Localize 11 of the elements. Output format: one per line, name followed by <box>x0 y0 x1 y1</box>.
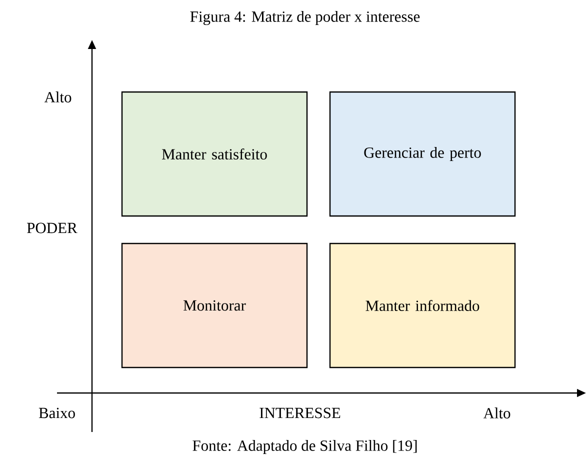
figure-caption: Fonte: Adaptado de Silva Filho [19] <box>192 440 417 454</box>
axis-label: Alto <box>483 408 510 418</box>
axis-label: Baixo <box>38 408 75 418</box>
figure-title: Figura 4: Matriz de poder x interesse <box>190 10 420 26</box>
axis-label: Alto <box>44 92 72 102</box>
quadrant-box: Manter informado <box>329 242 516 368</box>
axis-label: PODER <box>27 222 78 234</box>
axis-label: INTERESSE <box>260 408 340 418</box>
quadrant-box: Monitorar <box>121 242 308 368</box>
quadrant-box: Manter satisfeito <box>121 91 308 217</box>
quadrant-box: Gerenciar de perto <box>329 91 516 217</box>
